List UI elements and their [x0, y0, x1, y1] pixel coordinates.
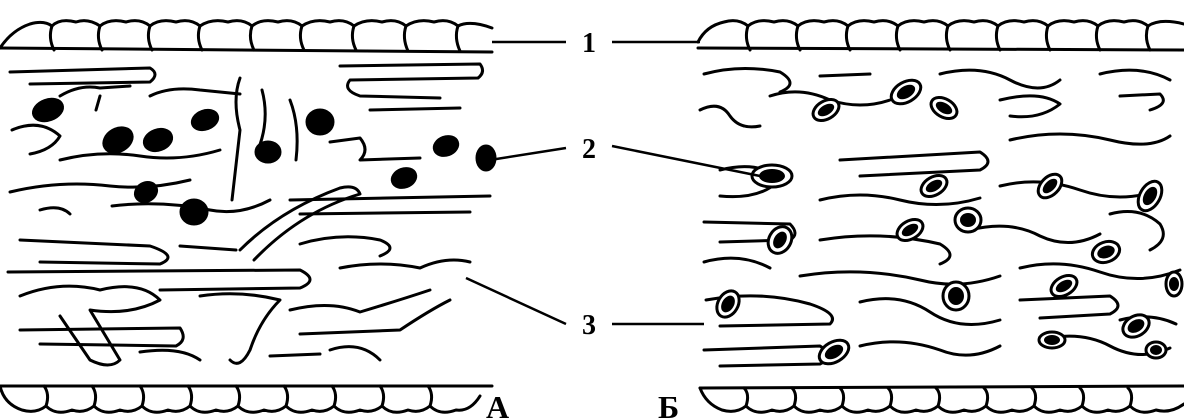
label-2: 2: [582, 134, 596, 165]
panel-a-fibers: [8, 64, 490, 365]
panel-b-nucleus: [809, 95, 842, 125]
leader-2-right: [612, 146, 760, 176]
panel-b: [698, 21, 1184, 413]
panel-a-top-epithelium: [0, 21, 492, 52]
leader-2-left: [490, 148, 566, 160]
panel-b-nucleus: [887, 75, 925, 108]
panel-b-nucleus: [1119, 310, 1153, 341]
labels: 1 2 3 А Б: [486, 28, 679, 420]
label-1: 1: [582, 28, 596, 59]
panel-b-nucleus: [1039, 332, 1065, 348]
panel-b-nucleus: [1089, 238, 1122, 266]
panel-b-nucleus: [955, 208, 981, 232]
panel-b-nucleus: [927, 93, 960, 123]
panel-b-nucleus: [1133, 177, 1166, 215]
label-3: 3: [582, 310, 596, 341]
panel-b-nucleus: [1146, 342, 1166, 358]
panel-b-label: Б: [658, 389, 679, 420]
leader-3-left: [466, 278, 566, 324]
leader-lines: [466, 42, 760, 324]
panel-b-nucleus: [1166, 272, 1182, 296]
panel-b-nucleus: [1034, 170, 1067, 203]
panel-a: [0, 21, 495, 413]
panel-b-nucleus: [943, 282, 969, 310]
panel-b-top-epithelium: [698, 21, 1184, 50]
panel-b-bottom-epithelium: [700, 386, 1184, 412]
panel-a-bottom-epithelium: [0, 386, 492, 412]
panel-b-nucleus: [917, 171, 950, 201]
panel-a-label: А: [486, 389, 509, 420]
panel-b-nucleus: [712, 287, 743, 321]
